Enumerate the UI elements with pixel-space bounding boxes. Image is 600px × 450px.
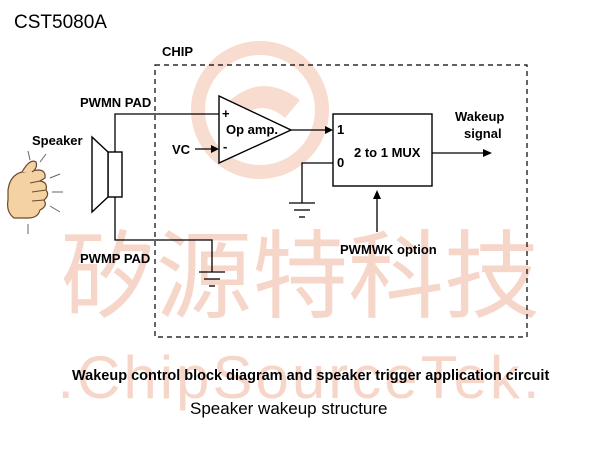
mux-in1-arrow — [325, 126, 333, 134]
wires — [114, 113, 484, 272]
caption-bold: Wakeup control block diagram and speaker… — [72, 368, 549, 384]
caption: Speaker wakeup structure — [190, 399, 388, 418]
opamp-label: Op amp. — [226, 122, 278, 137]
opamp-minus: - — [223, 139, 227, 154]
vc-arrow — [211, 145, 219, 153]
vc-label: VC — [172, 142, 191, 157]
speaker-label: Speaker — [32, 133, 83, 148]
output-arrow — [483, 149, 492, 157]
ground-mux-icon — [289, 202, 315, 218]
opamp-plus: + — [222, 106, 230, 121]
mux-label: 2 to 1 MUX — [354, 145, 421, 160]
option-arrow — [373, 190, 381, 199]
wakeup-signal-label-line1: Wakeup — [455, 109, 504, 124]
diagram-title: CST5080A — [14, 12, 107, 33]
ground-pwmp-icon — [199, 271, 225, 287]
chip-label: CHIP — [162, 44, 193, 59]
speaker-icon — [91, 135, 123, 214]
watermark-logo-ring — [191, 41, 329, 179]
pwmp-pad-label: PWMP PAD — [80, 251, 150, 266]
mux-in0-label: 0 — [337, 155, 344, 170]
mux-in1-label: 1 — [337, 122, 344, 137]
watermark-cn: 矽源特科技 — [60, 221, 540, 333]
wakeup-signal-label-line2: signal — [464, 126, 502, 141]
hand-tapping-icon — [7, 150, 63, 234]
pwmwk-option-label: PWMWK option — [340, 242, 437, 257]
pwmn-pad-label: PWMN PAD — [80, 95, 151, 110]
mux-block — [332, 113, 433, 187]
opamp-triangle — [218, 94, 293, 165]
chip-boundary — [154, 64, 528, 338]
watermark-en: .ChipSourceTek. — [57, 344, 542, 411]
